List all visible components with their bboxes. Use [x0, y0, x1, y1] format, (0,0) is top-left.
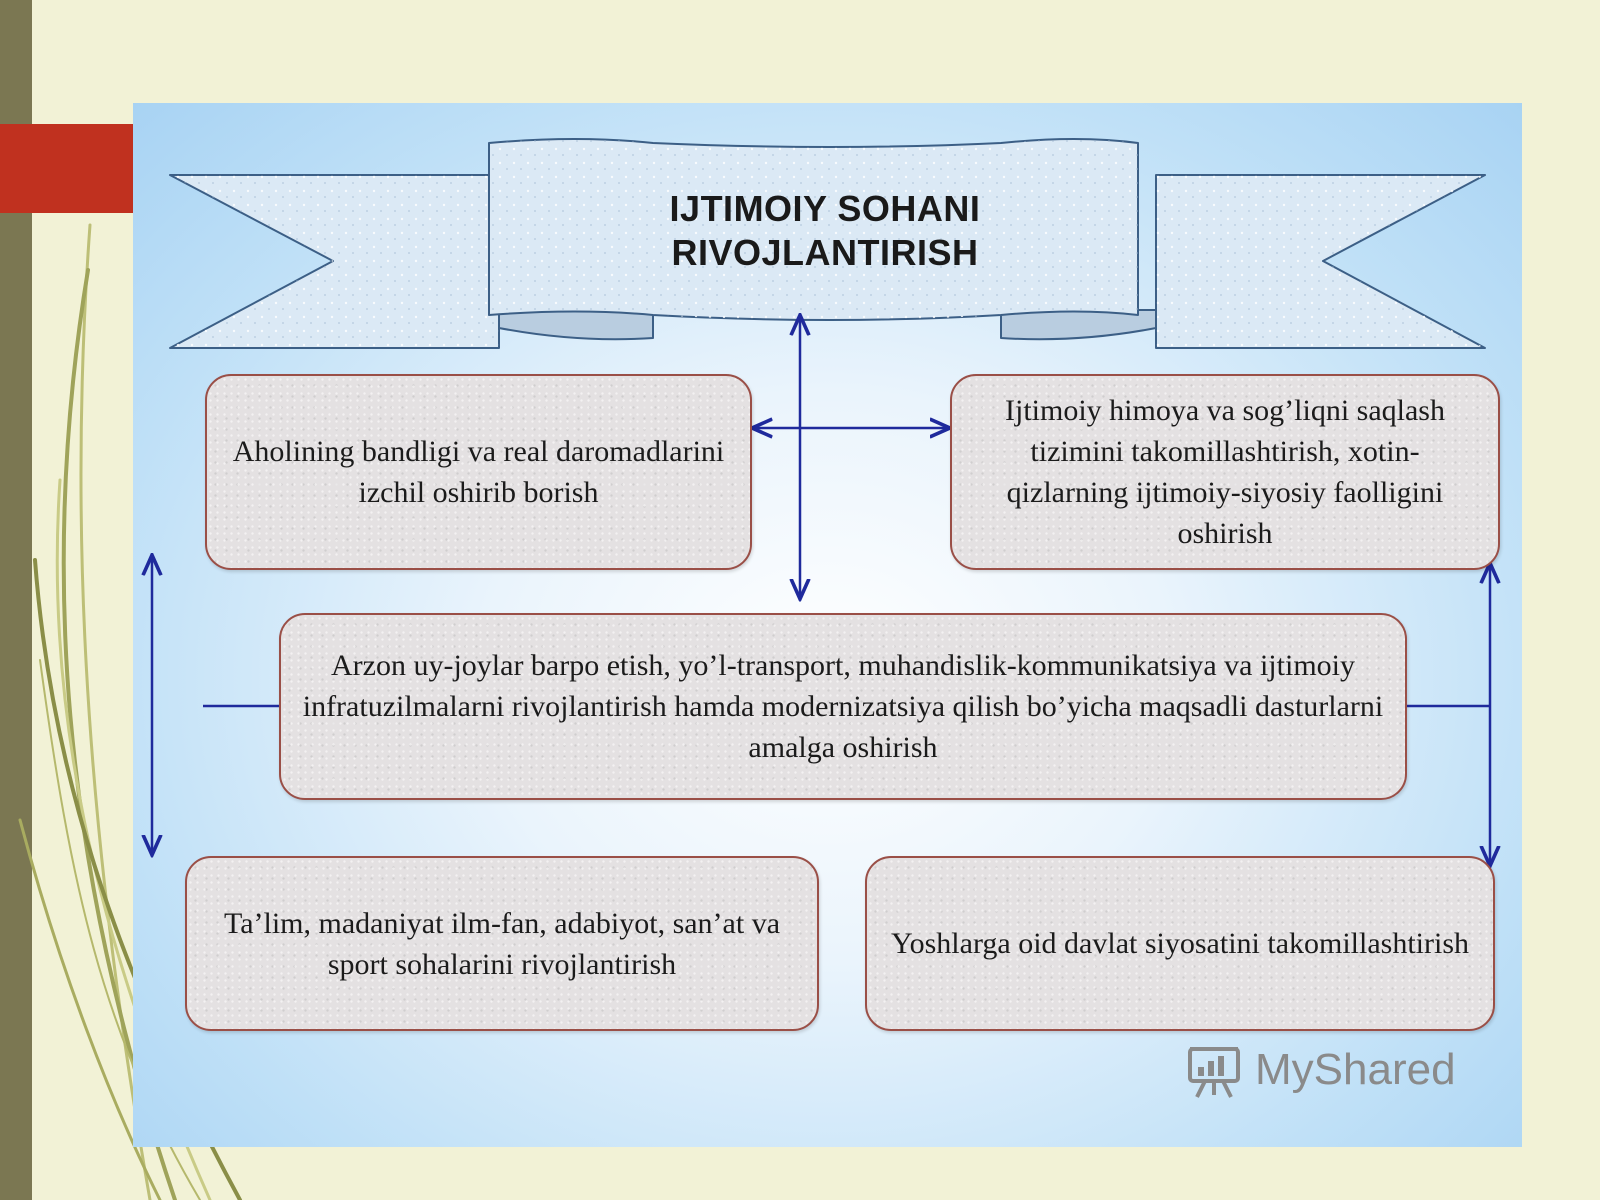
box-social-protection-health-text: Ijtimoiy himoya va sog’liqni saqlash tiz…: [1005, 394, 1445, 550]
box-housing-infrastructure: Arzon uy-joylar barpo etish, yo’l-transp…: [279, 613, 1407, 800]
banner-right-fold: [1000, 309, 1157, 341]
connectors: [152, 315, 1490, 866]
box-youth-policy-text: Yoshlarga oid davlat siyosatini takomill…: [890, 927, 1470, 960]
box-youth-policy: Yoshlarga oid davlat siyosatini takomill…: [865, 856, 1495, 1031]
box-education-culture-sport-text: Ta’lim, madaniyat ilm-fan, adabiyot, san…: [223, 906, 781, 981]
box-employment-income: Aholining bandligi va real daromadlarini…: [205, 374, 752, 570]
diagram-graphics: [133, 138, 1522, 1147]
box-education-culture-sport: Ta’lim, madaniyat ilm-fan, adabiyot, san…: [185, 856, 819, 1031]
watermark-text: MyShared: [1255, 1045, 1456, 1094]
banner-left-fold: [498, 309, 654, 341]
myshared-watermark: MyShared: [1185, 1038, 1470, 1102]
red-accent-block: [0, 124, 133, 213]
grass-decoration: [18, 223, 242, 1200]
presentation-board-icon: [1188, 1047, 1240, 1098]
box-social-protection-health: Ijtimoiy himoya va sog’liqni saqlash tiz…: [950, 374, 1500, 570]
box-housing-infrastructure-text: Arzon uy-joylar barpo etish, yo’l-transp…: [302, 649, 1384, 764]
title-banner: [169, 138, 1486, 349]
box-employment-income-text: Aholining bandligi va real daromadlarini…: [232, 435, 725, 509]
diagram-title: IJTIMOIY SOHANI RIVOJLANTIRISH: [669, 188, 981, 273]
